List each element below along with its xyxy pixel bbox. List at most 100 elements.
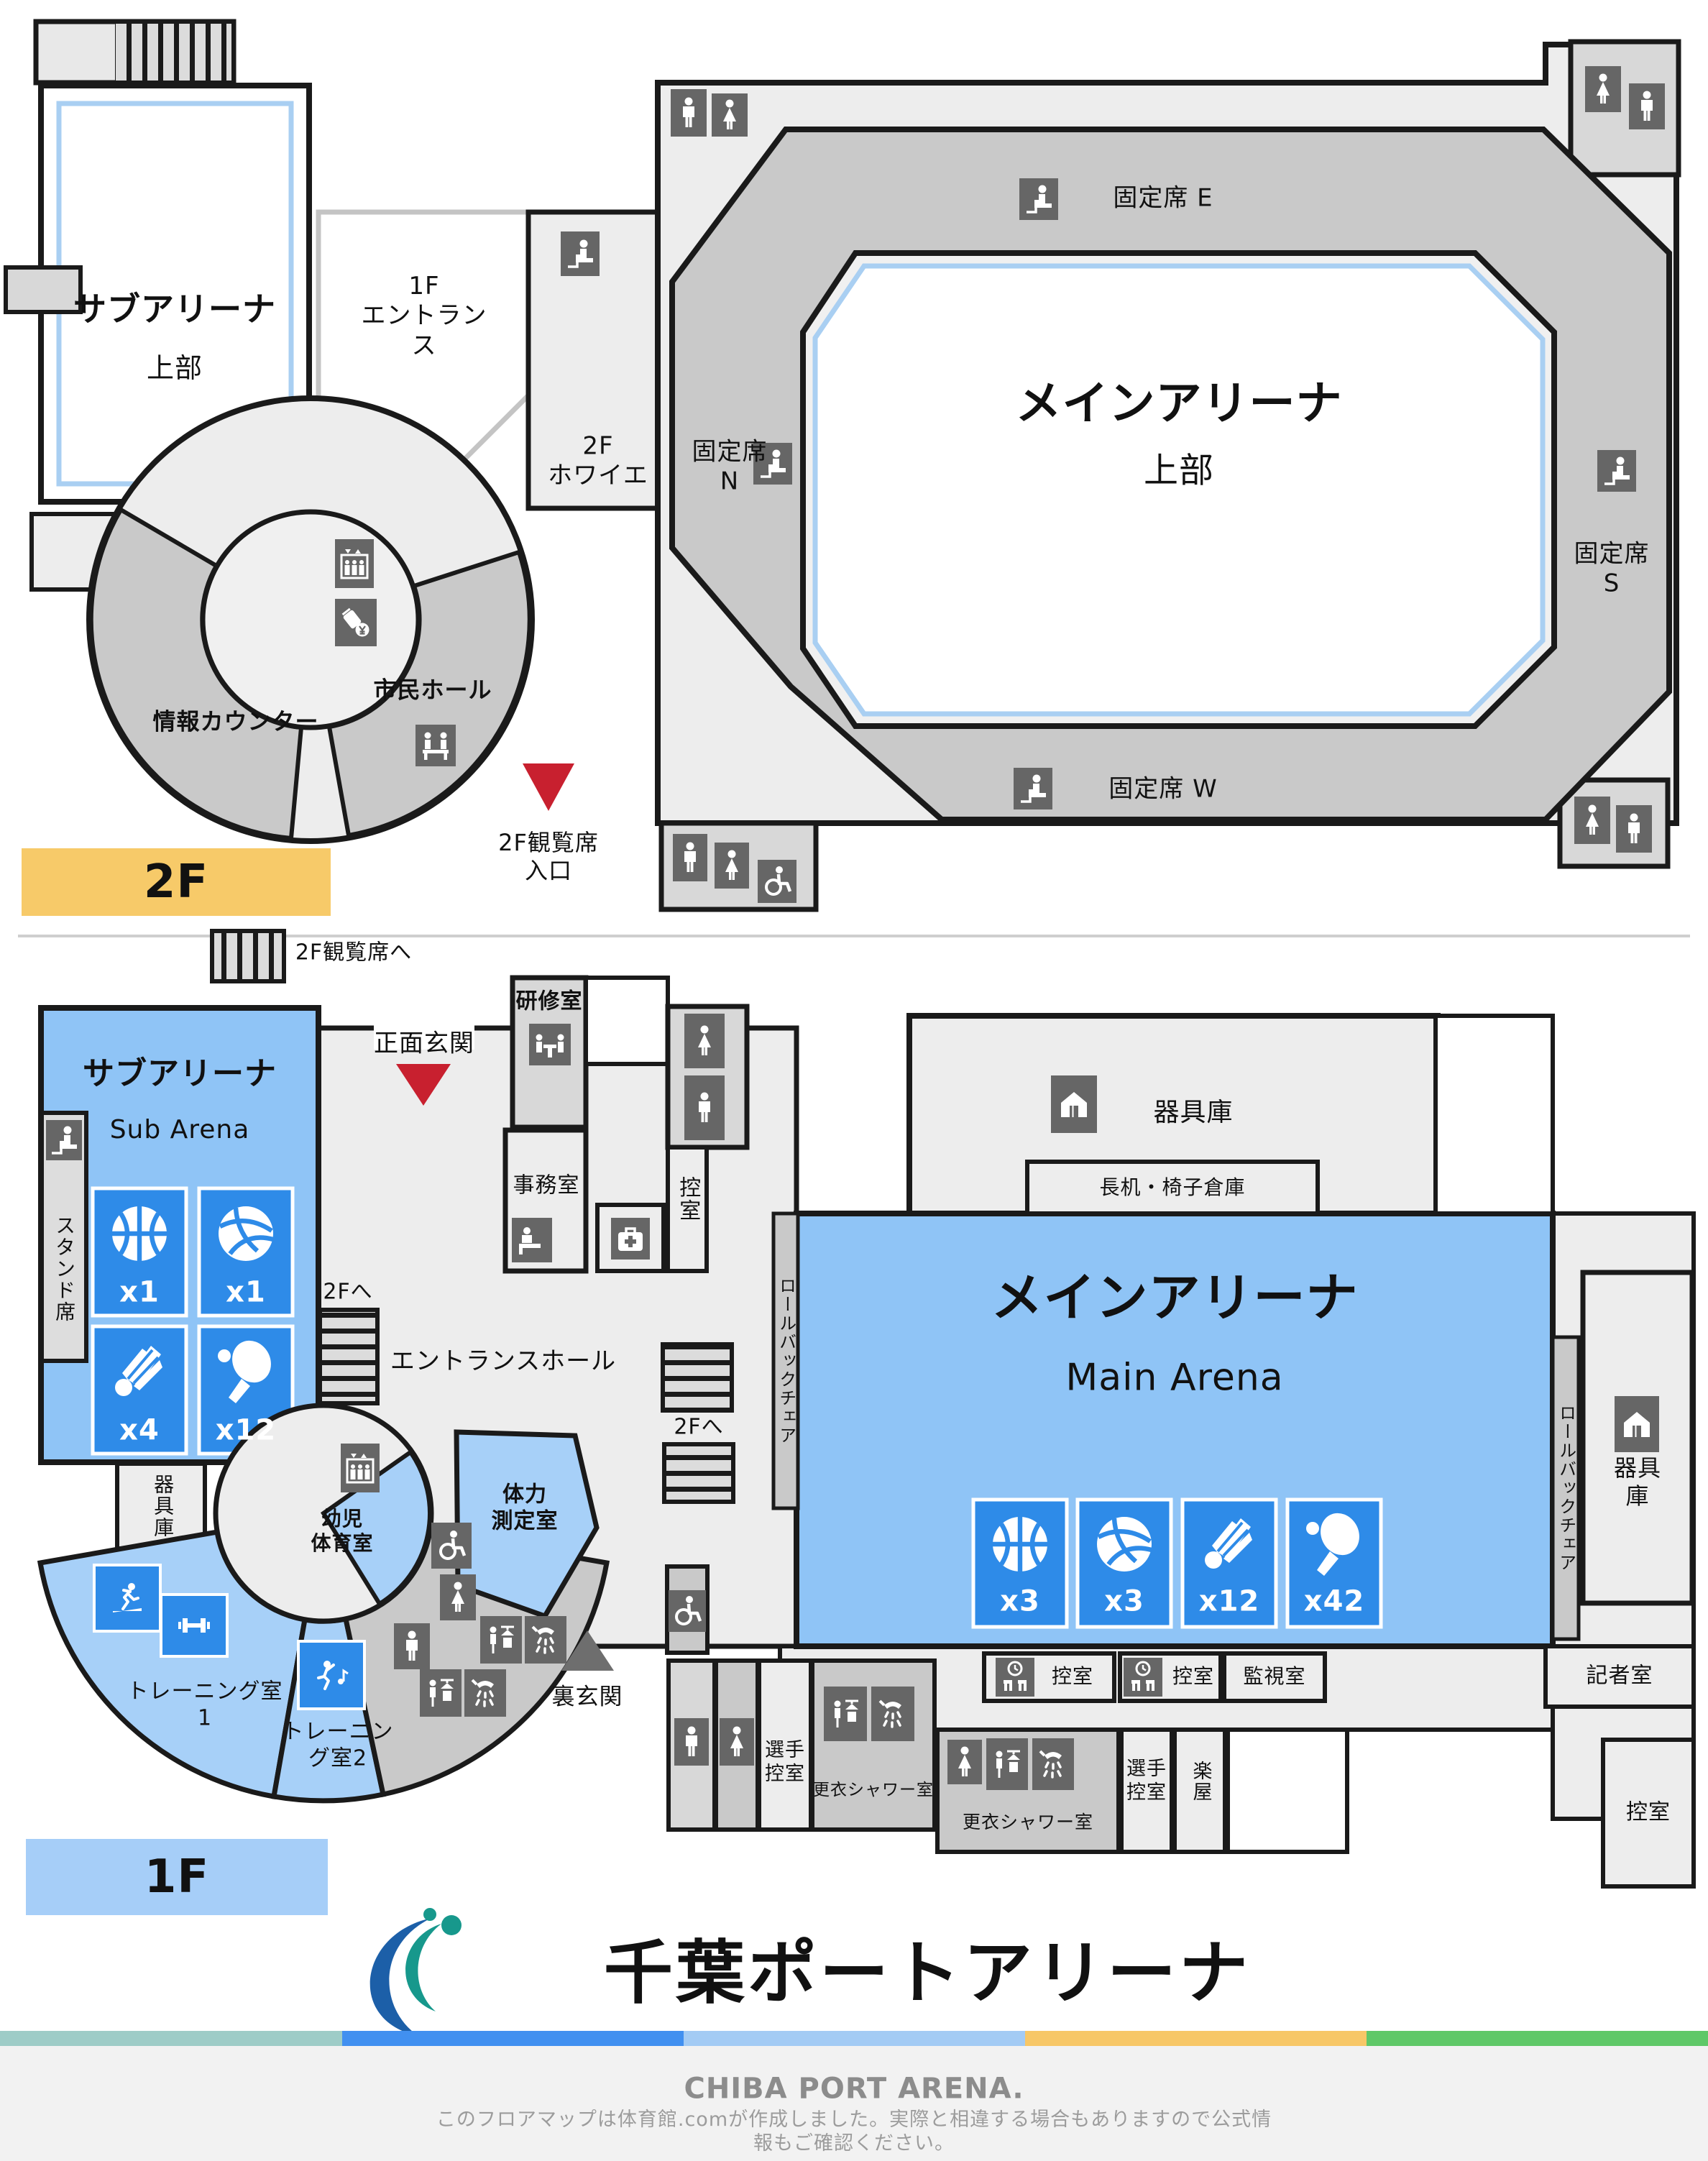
elevator-icon (335, 539, 374, 588)
sport-tile-badminton (91, 1324, 188, 1456)
sub-arena-upper-title: サブアリーナ (73, 289, 276, 329)
front-entrance-gap (374, 1008, 474, 1050)
monitor-room-label: 監視室 (1243, 1664, 1306, 1688)
room-unlabeled (584, 976, 670, 1066)
storage-house-icon (1051, 1075, 1097, 1133)
training-room-2-label: トレーニン グ室2 (282, 1719, 394, 1771)
sport-tile-volleyball (1075, 1497, 1173, 1629)
footer-background (0, 2046, 1708, 2161)
fixed-seats-e-label: 固定席 E (1113, 183, 1213, 213)
seat-icon (1019, 178, 1058, 220)
wheelchair-icon (758, 860, 796, 903)
waiting-room-icon (996, 1658, 1034, 1697)
shower-icon (525, 1616, 566, 1664)
stand-seats-label: スタンド席 (52, 1215, 77, 1323)
equipment-store-e-label: 器具庫 (1613, 1454, 1661, 1510)
female-toilet-icon (947, 1740, 982, 1784)
seat-icon (1014, 768, 1052, 809)
female-toilet-icon (1574, 797, 1610, 844)
service-box (4, 265, 83, 314)
viewing-entrance-label: 2F観覧席 入口 (498, 828, 599, 884)
changing-shower-label: 更衣シャワー室 (962, 1811, 1094, 1832)
footer-graphic (0, 1908, 1708, 2161)
floor-badge-2f-label: 2F (143, 855, 209, 909)
equipment-store-ne-label: 器具庫 (1153, 1098, 1234, 1128)
footer-title: CHIBA PORT ARENA. (684, 2072, 1024, 2106)
sport-tile-basketball (971, 1497, 1069, 1629)
rollback-chair-strip-w (771, 1211, 800, 1510)
seat-icon (753, 443, 792, 485)
floor-1f (26, 929, 1696, 1915)
male-toilet-icon (1616, 805, 1652, 853)
floor-badge-2f (22, 848, 331, 916)
equipment-store-w-label: 器具庫 (151, 1474, 175, 1538)
infant-gym-label: 幼児 体育室 (311, 1506, 374, 1555)
count-basketball-main: x3 (1000, 1584, 1040, 1618)
room-players (757, 1658, 813, 1832)
male-toilet-icon (1629, 83, 1665, 129)
main-arena-title: メインアリーナ (991, 1267, 1359, 1329)
press-room-label: 記者室 (1586, 1663, 1653, 1689)
count-badminton-sub: x4 (119, 1413, 160, 1447)
floor-badge-1f (26, 1839, 328, 1915)
seat-icon (46, 1120, 82, 1160)
dance-icon (297, 1640, 366, 1710)
vending-machine-icon (335, 599, 377, 646)
floor-2f (4, 19, 1681, 916)
dumbbell-icon (160, 1593, 229, 1658)
count-basketball-sub: x1 (119, 1275, 160, 1309)
circular-hall-2f (86, 395, 535, 844)
sport-tile-table-tennis (1285, 1497, 1383, 1629)
floor-badge-1f-label: 1F (144, 1850, 210, 1904)
female-toilet-icon (440, 1574, 476, 1620)
civic-hall-label: 市民ホール (373, 676, 492, 704)
count-table-tennis-sub: x12 (215, 1413, 277, 1447)
count-volleyball-main: x3 (1104, 1584, 1144, 1618)
viewing-entrance-triangle (523, 763, 574, 811)
volleyball-icon (219, 1206, 273, 1261)
female-toilet-icon (684, 1014, 725, 1068)
treadmill-icon (93, 1564, 162, 1633)
entrance-1f-label: 1F エントランス (361, 271, 487, 360)
shower-icon (1032, 1738, 1074, 1790)
room-main-arena (794, 1211, 1556, 1649)
room-unlabeled (1226, 1728, 1349, 1854)
dressing-room-label: 楽屋 (1189, 1761, 1212, 1802)
room-anteroom (1601, 1738, 1696, 1889)
room-press (1543, 1644, 1696, 1709)
reception-icon (512, 1218, 552, 1262)
rollback-chair-e-label: ロールバックチェア (1556, 1404, 1576, 1572)
players-room-label: 選手 控室 (1126, 1758, 1167, 1804)
locker-icon (824, 1687, 867, 1741)
basketball-icon (112, 1206, 167, 1261)
count-badminton-main: x12 (1198, 1584, 1260, 1618)
bench-icon (415, 725, 456, 766)
seminar-room-label: 研修室 (515, 988, 583, 1014)
male-toilet-icon (394, 1623, 430, 1669)
sub-arena-upper-subtitle: 上部 (146, 352, 203, 384)
count-table-tennis-main: x42 (1303, 1584, 1365, 1618)
players-room-label: 選手 控室 (765, 1739, 805, 1785)
sport-tile-volleyball (197, 1186, 295, 1318)
room-unlabeled (1433, 1014, 1555, 1216)
wheelchair-icon (669, 1590, 706, 1632)
fixed-seats-s-label: 固定席 S (1574, 539, 1650, 598)
stairs-hatch (115, 24, 231, 81)
storage-house-icon (1615, 1396, 1659, 1452)
count-volleyball-sub: x1 (226, 1275, 266, 1309)
foyer-2f-label: 2F ホワイエ (548, 431, 648, 490)
sub-arena-title: サブアリーナ (83, 1055, 277, 1093)
fixed-seats-n-label: 固定席 N (692, 437, 768, 496)
locker-icon (480, 1616, 522, 1664)
info-counter-label: 情報カウンター (152, 707, 319, 735)
stairs (318, 1308, 380, 1405)
fixed-seats-w-label: 固定席 W (1108, 774, 1218, 804)
logo-swoosh (369, 1908, 462, 2036)
waiting-room-icon (1124, 1658, 1162, 1697)
room-dressing (1172, 1728, 1227, 1854)
female-toilet-icon (715, 843, 749, 889)
elevator-icon (341, 1444, 380, 1492)
court-blue-border (812, 263, 1546, 717)
logo-text: 千葉ポートアリーナ (604, 1932, 1251, 2014)
